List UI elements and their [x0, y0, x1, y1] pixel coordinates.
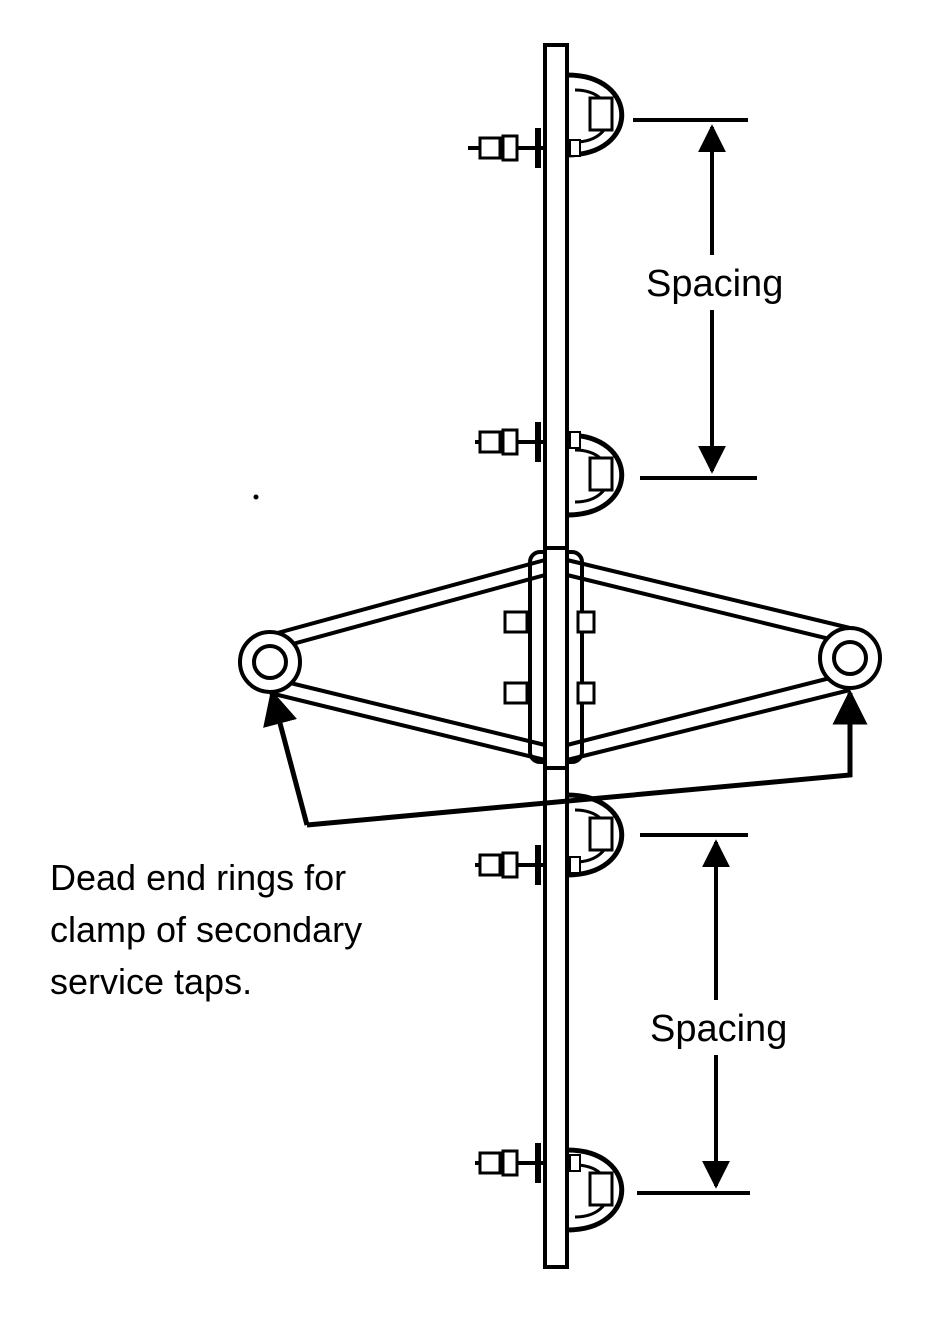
caption-line-1: Dead end rings for [50, 857, 347, 898]
insulator-bottom-2 [475, 1143, 625, 1233]
spacing-label-bottom: Spacing [650, 1008, 788, 1050]
insulator-top-1 [468, 72, 625, 168]
dead-end-bracket [238, 546, 882, 770]
caption-leader-lines [263, 689, 868, 828]
spacing-label-top: Spacing [646, 263, 784, 305]
stray-dot [253, 494, 259, 500]
dead-end-rings-caption: Dead end rings for clamp of secondary se… [50, 852, 362, 1008]
insulator-top-2 [475, 422, 625, 518]
caption-line-3: service taps. [50, 961, 253, 1002]
spacing-dimension-bottom [637, 833, 750, 1195]
spacing-dimension-top [633, 118, 757, 480]
caption-line-2: clamp of secondary [50, 909, 363, 950]
insulator-bottom-1 [475, 792, 625, 885]
